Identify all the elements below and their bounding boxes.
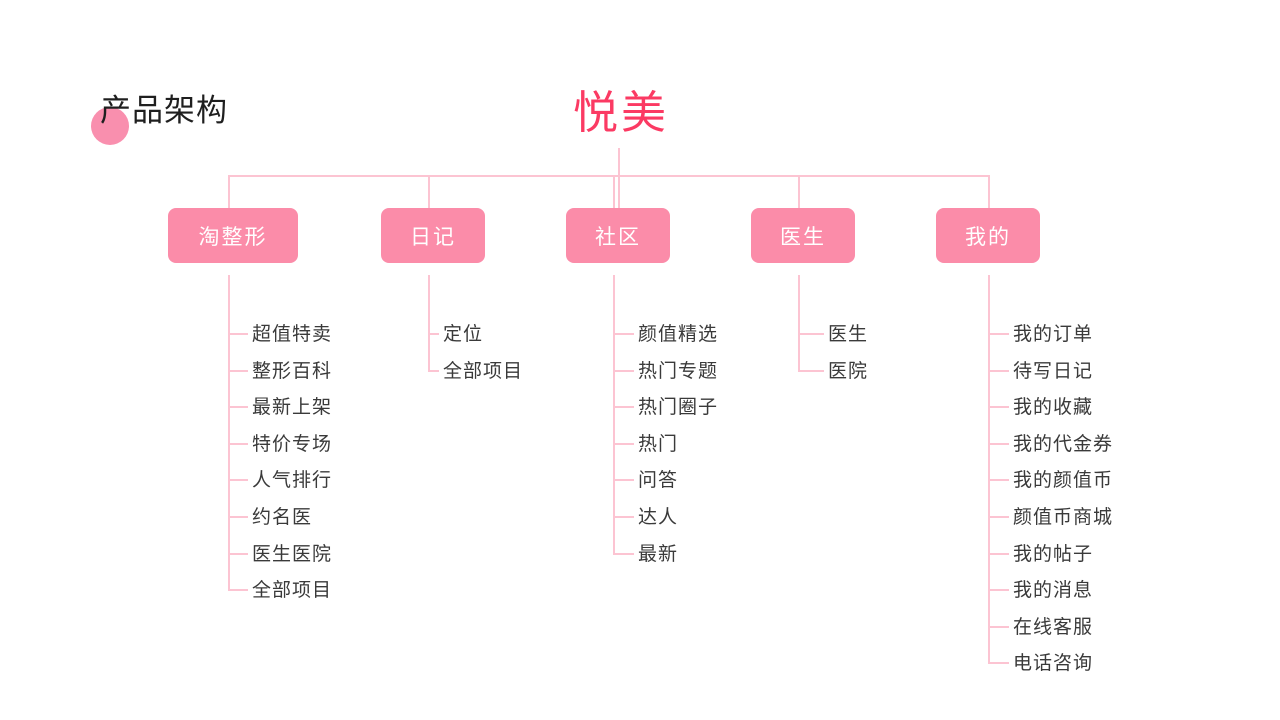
leaf-item[interactable]: 我的订单 <box>1013 323 1094 345</box>
leaf-connector-3-4 <box>613 443 634 445</box>
branch-drop-line-1 <box>228 175 230 208</box>
leaf-item[interactable]: 待写日记 <box>1013 360 1094 382</box>
leaf-connector-3-1 <box>613 333 634 335</box>
leaf-item[interactable]: 我的消息 <box>1013 579 1094 601</box>
leaf-item[interactable]: 约名医 <box>252 506 313 528</box>
leaf-item[interactable]: 电话咨询 <box>1013 652 1094 674</box>
leaf-connector-5-5 <box>988 479 1009 481</box>
leaf-item[interactable]: 热门 <box>638 433 679 455</box>
branch-spine-3 <box>613 275 615 554</box>
leaf-item[interactable]: 超值特卖 <box>252 323 333 345</box>
leaf-connector-5-1 <box>988 333 1009 335</box>
leaf-connector-5-8 <box>988 589 1009 591</box>
leaf-item[interactable]: 最新 <box>638 543 679 565</box>
branch-drop-line-4 <box>798 175 800 208</box>
node-label: 医生 <box>780 225 826 249</box>
leaf-item[interactable]: 颜值币商城 <box>1013 506 1114 528</box>
leaf-connector-1-3 <box>228 406 248 408</box>
leaf-item[interactable]: 人气排行 <box>252 469 333 491</box>
node-label: 淘整形 <box>198 225 268 249</box>
leaf-connector-5-2 <box>988 370 1009 372</box>
leaf-connector-1-8 <box>228 589 248 591</box>
branch-drop-line-2 <box>428 175 430 208</box>
branch-spine-5 <box>988 275 990 664</box>
leaf-item[interactable]: 医生医院 <box>252 543 333 565</box>
level1-bus-line <box>228 175 990 177</box>
leaf-connector-5-7 <box>988 553 1009 555</box>
leaf-connector-4-1 <box>798 333 824 335</box>
leaf-item[interactable]: 我的颜值币 <box>1013 469 1114 491</box>
brand-title: 悦美 <box>573 86 670 139</box>
leaf-connector-3-7 <box>613 553 634 555</box>
node-box-4[interactable]: 医生 <box>751 208 855 263</box>
leaf-connector-2-1 <box>428 333 439 335</box>
leaf-connector-5-9 <box>988 626 1009 628</box>
node-box-2[interactable]: 日记 <box>381 208 485 263</box>
leaf-connector-3-2 <box>613 370 634 372</box>
root-connector-line <box>618 148 620 208</box>
leaf-item[interactable]: 全部项目 <box>252 579 333 601</box>
node-label: 日记 <box>410 225 456 249</box>
leaf-connector-2-2 <box>428 370 439 372</box>
node-box-5[interactable]: 我的 <box>936 208 1040 263</box>
node-box-3[interactable]: 社区 <box>566 208 670 263</box>
leaf-connector-1-1 <box>228 333 248 335</box>
leaf-connector-1-5 <box>228 479 248 481</box>
branch-spine-2 <box>428 275 430 371</box>
leaf-connector-3-5 <box>613 479 634 481</box>
leaf-connector-4-2 <box>798 370 824 372</box>
leaf-item[interactable]: 问答 <box>638 469 679 491</box>
branch-drop-line-5 <box>988 175 990 208</box>
leaf-item[interactable]: 我的帖子 <box>1013 543 1094 565</box>
leaf-item[interactable]: 颜值精选 <box>638 323 719 345</box>
leaf-connector-5-3 <box>988 406 1009 408</box>
leaf-item[interactable]: 我的收藏 <box>1013 396 1094 418</box>
leaf-connector-1-6 <box>228 516 248 518</box>
branch-spine-4 <box>798 275 800 371</box>
leaf-item[interactable]: 我的代金券 <box>1013 433 1114 455</box>
leaf-connector-5-10 <box>988 662 1009 664</box>
decorative-circle <box>91 107 129 145</box>
page-title: 产品架构 <box>100 93 228 128</box>
leaf-item[interactable]: 医院 <box>828 360 869 382</box>
leaf-item[interactable]: 在线客服 <box>1013 616 1094 638</box>
leaf-item[interactable]: 特价专场 <box>252 433 333 455</box>
leaf-item[interactable]: 定位 <box>443 323 484 345</box>
leaf-connector-3-6 <box>613 516 634 518</box>
branch-spine-1 <box>228 275 230 591</box>
leaf-item[interactable]: 医生 <box>828 323 869 345</box>
leaf-item[interactable]: 达人 <box>638 506 679 528</box>
leaf-connector-1-7 <box>228 553 248 555</box>
leaf-item[interactable]: 整形百科 <box>252 360 333 382</box>
leaf-connector-3-3 <box>613 406 634 408</box>
leaf-connector-1-2 <box>228 370 248 372</box>
node-label: 社区 <box>595 225 641 249</box>
leaf-item[interactable]: 全部项目 <box>443 360 524 382</box>
leaf-item[interactable]: 最新上架 <box>252 396 333 418</box>
leaf-item[interactable]: 热门专题 <box>638 360 719 382</box>
leaf-connector-5-4 <box>988 443 1009 445</box>
branch-drop-line-3 <box>613 175 615 208</box>
leaf-connector-5-6 <box>988 516 1009 518</box>
node-box-1[interactable]: 淘整形 <box>168 208 298 263</box>
node-label: 我的 <box>965 225 1011 249</box>
leaf-connector-1-4 <box>228 443 248 445</box>
leaf-item[interactable]: 热门圈子 <box>638 396 719 418</box>
